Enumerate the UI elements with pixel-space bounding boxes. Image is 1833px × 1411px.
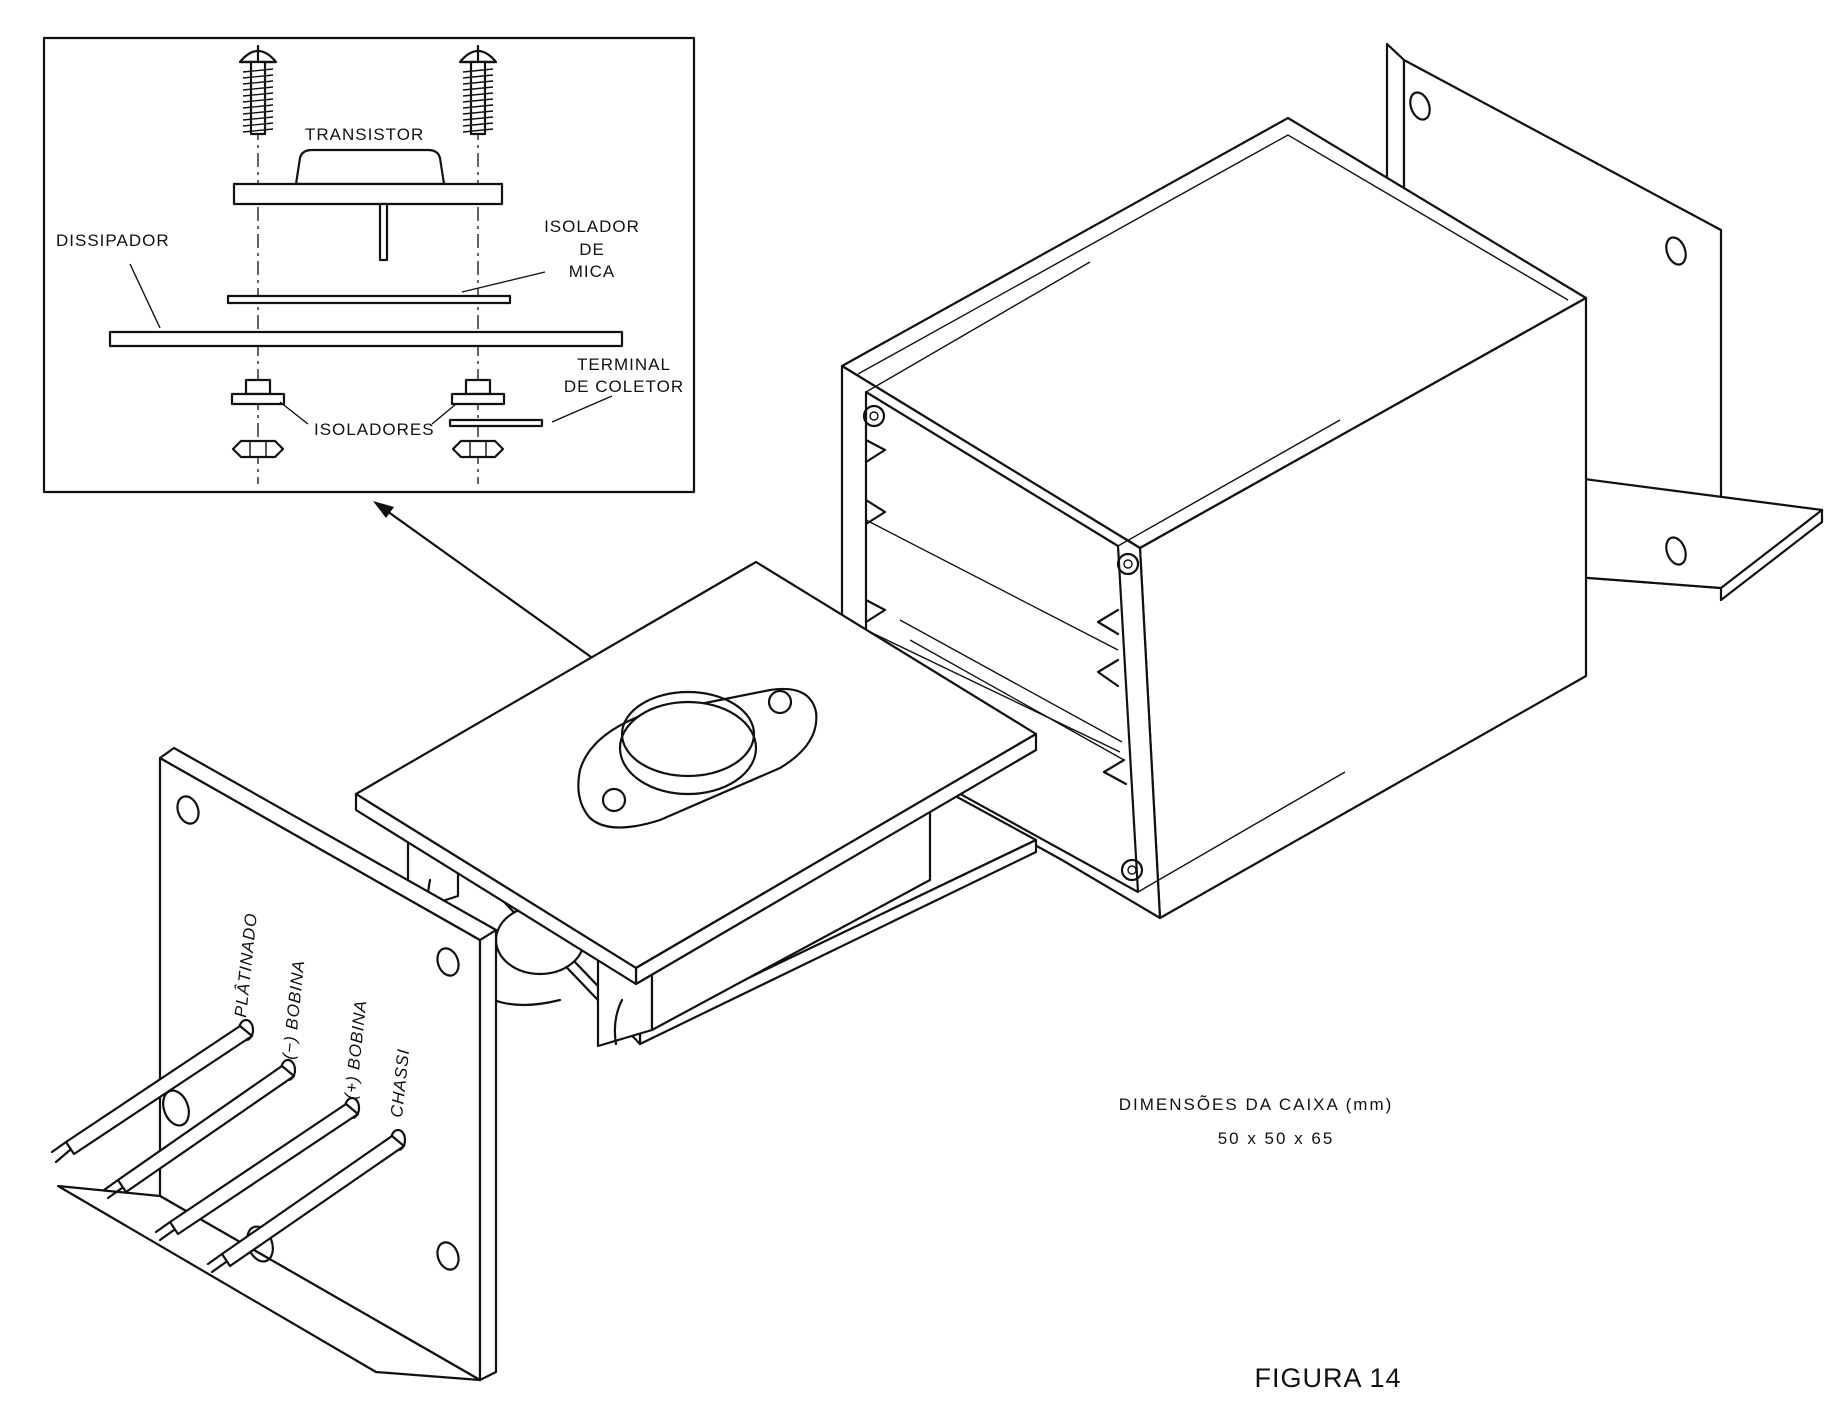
transistor-screw-icon (601, 787, 627, 813)
mounting-hole-icon (1665, 236, 1687, 266)
inset-frame (42, 36, 696, 494)
dissipador-label: DISSIPADOR (56, 231, 170, 250)
terminal-post-3 (154, 1096, 361, 1242)
transistor-label: TRANSISTOR (305, 125, 424, 144)
isoladores-leader-left (279, 401, 309, 425)
dimensions-caption: DIMENSÕES DA CAIXA (mm) (1119, 1095, 1394, 1114)
terminal-post-4 (206, 1128, 407, 1274)
isolador-label-line3: MICA (569, 262, 616, 281)
terminal-label-line2: DE COLETOR (564, 377, 684, 396)
corner-screw-icon (862, 404, 886, 428)
left-bushing-icon (230, 378, 286, 406)
right-screw-icon (458, 44, 498, 136)
mounting-hole-icon (1665, 536, 1687, 566)
terminal-post-2 (102, 1058, 297, 1200)
dimensions-value: 50 x 50 x 65 (1218, 1129, 1335, 1148)
right-bushing-icon (450, 378, 506, 406)
mounting-hole-icon (176, 795, 200, 825)
isolador-label-line1: ISOLADOR (544, 217, 640, 236)
collector-leader (551, 395, 613, 423)
wire (492, 998, 562, 1007)
mounting-detail-inset: TRANSISTOR DISSIPADOR ISOLADOR DE MICA T… (42, 36, 696, 494)
isoladores-leader-right (431, 403, 457, 425)
isoladores-label: ISOLADORES (314, 420, 435, 439)
corner-screw-icon (1116, 552, 1140, 576)
mica-leader (461, 271, 546, 293)
left-screw-icon (238, 44, 278, 136)
transistor-icon (232, 148, 504, 262)
collector-terminal-icon (448, 418, 544, 428)
right-nut-icon (451, 439, 505, 459)
terminal-post-1 (50, 1018, 255, 1164)
corner-screw-icon (1120, 858, 1144, 882)
figure-label: FIGURA 14 (1254, 1363, 1401, 1393)
power-transistor-icon (577, 687, 818, 829)
mica-insulator-icon (226, 294, 512, 305)
mounting-hole-icon (1409, 91, 1431, 121)
heatsink-plate-icon (108, 330, 624, 348)
heatsink-assembly (354, 560, 1038, 1048)
dissipador-leader (129, 263, 161, 329)
wire (613, 998, 624, 1046)
mounting-hole-icon (436, 947, 460, 977)
detail-arrow (373, 501, 620, 678)
transistor-screw-icon (767, 689, 793, 715)
mounting-hole-icon (436, 1241, 460, 1271)
terminal-label-line1: TERMINAL (577, 355, 671, 374)
terminal-panel: PLÂTINADO (−) BOBINA (+) BOBINA CHASSI (50, 746, 498, 1382)
isolador-label-line2: DE (579, 240, 605, 259)
left-nut-icon (231, 439, 285, 459)
